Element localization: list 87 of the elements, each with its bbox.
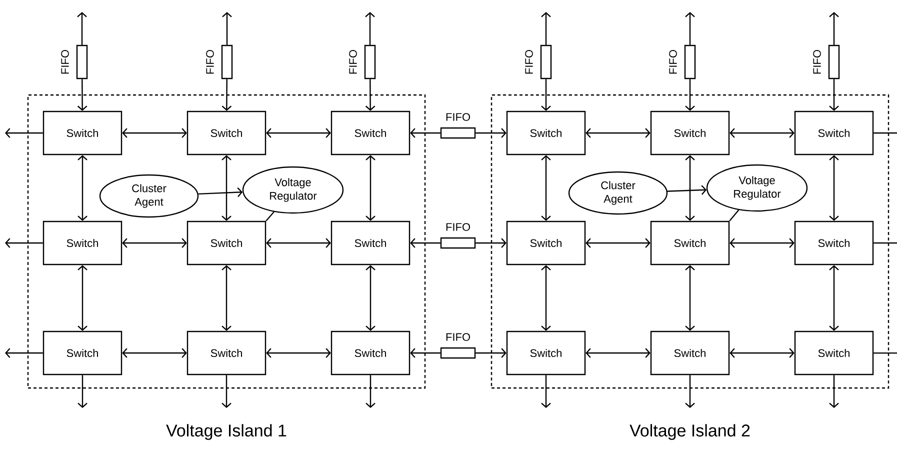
- arrow: [222, 79, 232, 111]
- arrow: [829, 265, 839, 331]
- arrow: [410, 128, 440, 138]
- arrow: [266, 238, 331, 248]
- arrow: [5, 348, 43, 358]
- arrow: [365, 79, 376, 111]
- switch-box: Switch: [794, 330, 874, 376]
- arrow: [410, 348, 440, 358]
- arrow: [541, 265, 551, 331]
- arrow: [685, 375, 695, 408]
- arrow: [222, 265, 232, 331]
- switch-box: Switch: [42, 220, 122, 266]
- arrow: [366, 375, 376, 408]
- island-label: Voltage Island 1: [166, 424, 286, 440]
- fifo-label: FIFO: [61, 50, 69, 74]
- arrow: [198, 187, 243, 198]
- arrow: [266, 348, 331, 358]
- line: [874, 132, 897, 134]
- switch-box: Switch: [506, 110, 586, 156]
- switch-box: Switch: [506, 220, 586, 266]
- switch-box: Switch: [650, 220, 730, 266]
- line: [729, 210, 740, 222]
- arrow: [829, 79, 839, 111]
- arrow: [829, 375, 839, 408]
- line: [874, 352, 897, 354]
- arrow: [541, 375, 551, 408]
- fifo-label: FIFO: [525, 50, 533, 74]
- switch-box: Switch: [330, 110, 410, 156]
- arrow: [77, 79, 88, 111]
- switch-box: Switch: [330, 220, 410, 266]
- line: [874, 242, 897, 244]
- arrow: [266, 128, 331, 138]
- arrow: [5, 128, 43, 138]
- arrow: [476, 348, 506, 358]
- fifo-label: FIFO: [446, 223, 470, 231]
- arrow: [222, 12, 232, 45]
- arrow: [685, 79, 695, 111]
- switch-box: Switch: [650, 330, 730, 376]
- arrow: [541, 79, 551, 111]
- arrow: [586, 348, 650, 358]
- fifo-label: FIFO: [206, 50, 214, 74]
- fifo-label: FIFO: [669, 50, 677, 74]
- arrow: [366, 155, 376, 221]
- arrow: [476, 128, 506, 138]
- fifo-label: FIFO: [349, 50, 357, 74]
- arrow: [77, 12, 87, 45]
- arrow: [366, 265, 376, 331]
- arrow: [667, 185, 707, 195]
- switch-box: Switch: [794, 220, 874, 266]
- switch-box: Switch: [186, 330, 266, 376]
- arrow: [122, 348, 187, 358]
- arrow: [122, 238, 187, 248]
- arrow: [586, 238, 650, 248]
- switch-box: Switch: [650, 110, 730, 156]
- arrow: [829, 12, 839, 45]
- fifo-label: FIFO: [446, 333, 470, 341]
- arrow: [78, 155, 88, 221]
- arrow: [410, 238, 440, 248]
- arrow: [730, 128, 794, 138]
- switch-box: Switch: [186, 220, 266, 266]
- switch-box: Switch: [330, 330, 410, 376]
- switch-box: Switch: [794, 110, 874, 156]
- arrow: [730, 238, 794, 248]
- arrow: [222, 155, 232, 221]
- switch-box: Switch: [186, 110, 266, 156]
- arrow: [586, 128, 650, 138]
- line: [266, 211, 274, 222]
- arrow: [122, 128, 187, 138]
- arrow: [476, 238, 506, 248]
- arrow: [541, 12, 551, 45]
- switch-box: Switch: [42, 110, 122, 156]
- island-label: Voltage Island 2: [630, 424, 750, 440]
- arrow: [5, 238, 43, 248]
- arrow: [829, 155, 839, 221]
- arrow: [78, 265, 88, 331]
- fifo-label: FIFO: [813, 50, 821, 74]
- arrow: [730, 348, 794, 358]
- fifo-label: FIFO: [446, 113, 470, 121]
- arrow: [685, 12, 695, 45]
- switch-box: Switch: [42, 330, 122, 376]
- arrow: [541, 155, 551, 221]
- arrow: [685, 155, 695, 221]
- switch-box: Switch: [506, 330, 586, 376]
- arrow: [685, 265, 695, 331]
- arrow: [78, 375, 88, 408]
- arrow: [365, 12, 375, 45]
- arrow: [222, 375, 232, 408]
